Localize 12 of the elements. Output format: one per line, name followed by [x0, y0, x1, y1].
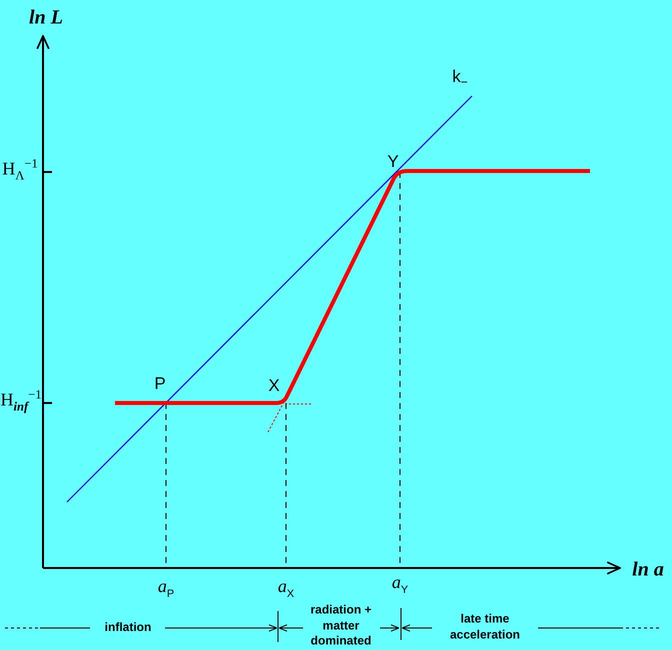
- era-label: inflation: [104, 620, 152, 636]
- point-label: P: [154, 374, 166, 394]
- era-label: late time acceleration: [448, 611, 522, 643]
- era-label: radiation + matter dominated: [309, 602, 372, 650]
- tick-label: a$_{X}$: [278, 576, 294, 600]
- axis-label: ln a: [632, 558, 664, 582]
- point-label: Y: [387, 152, 399, 172]
- line-label: k$_{−}$: [452, 66, 468, 90]
- tick-label: a$_{Y}$: [392, 572, 408, 596]
- point-label: X: [268, 376, 280, 396]
- axis-label: ln L: [29, 6, 63, 30]
- tick-label: a$_{P}$: [158, 576, 174, 600]
